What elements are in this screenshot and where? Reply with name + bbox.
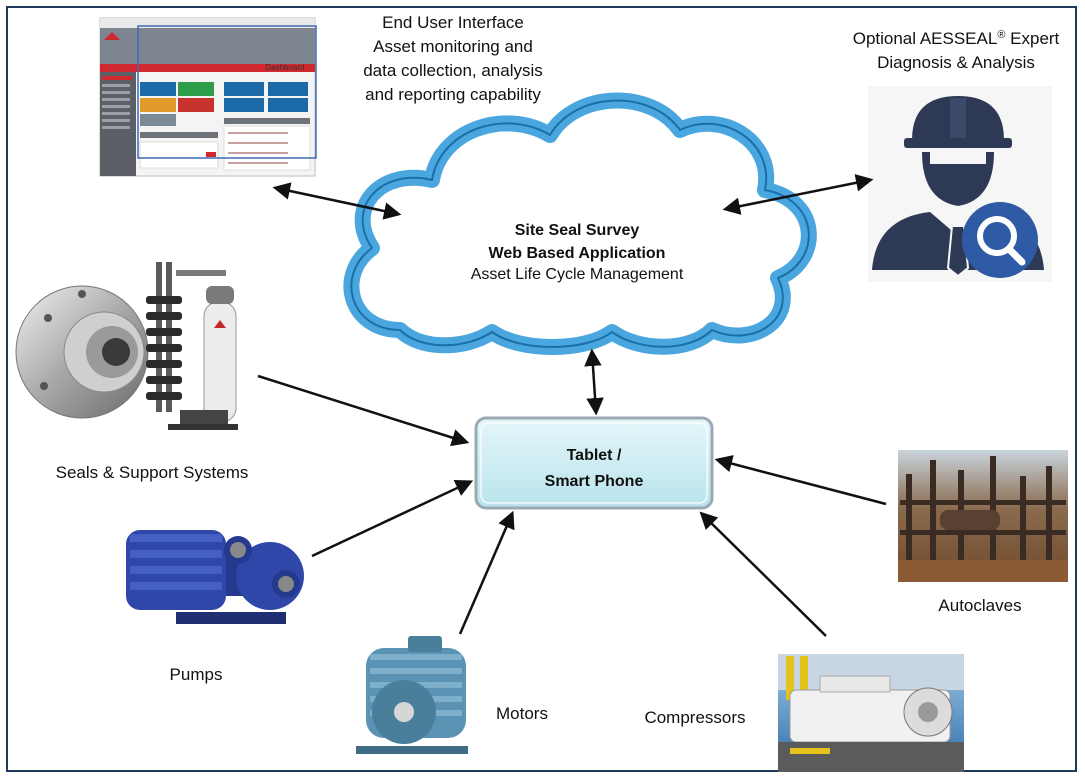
diagram-frame — [6, 6, 1077, 772]
arrow-cloud-expert — [722, 174, 874, 215]
interface-caption-line1: End User Interface — [382, 13, 524, 32]
device-box — [474, 416, 714, 510]
compressors-image — [778, 654, 964, 772]
interface-caption-line2: Asset monitoring and — [373, 37, 533, 56]
arrow-seals-device — [257, 374, 470, 447]
autoclaves-image — [898, 450, 1068, 582]
expert-caption-line2: Diagnosis & Analysis — [877, 53, 1035, 72]
expert-caption: Optional AESSEAL® Expert Diagnosis & Ana… — [853, 29, 1060, 72]
expert-caption-line1: Optional AESSEAL® Expert — [853, 29, 1060, 48]
arrow-compressors-device — [699, 511, 827, 637]
dashboard-screenshot: Dashboard — [99, 17, 317, 177]
device-line2: Smart Phone — [545, 473, 644, 490]
device-line1: Tablet / — [567, 447, 622, 464]
compressors-label: Compressors — [644, 708, 745, 727]
arrow-motors-device — [458, 510, 515, 635]
expert-caption-prefix: Optional AESSEAL — [853, 29, 998, 48]
expert-user-icon — [868, 86, 1052, 282]
motors-image — [356, 636, 468, 754]
cloud-title: Site Seal Survey — [515, 222, 640, 239]
interface-caption-line3: data collection, analysis — [363, 61, 543, 80]
motors-label: Motors — [496, 704, 548, 723]
dashboard-title: Dashboard — [265, 63, 304, 72]
pumps-image — [126, 530, 304, 624]
arrow-pumps-device — [311, 480, 474, 558]
connector-arrows — [257, 174, 887, 637]
cloud-description: Asset Life Cycle Management — [471, 266, 684, 283]
interface-caption: End User Interface Asset monitoring and … — [363, 13, 543, 104]
pumps-label: Pumps — [170, 665, 223, 684]
seals-support-image — [15, 262, 238, 430]
seals-label: Seals & Support Systems — [56, 463, 249, 482]
expert-caption-suffix: Expert — [1005, 29, 1059, 48]
arrow-cloud-device — [584, 348, 604, 416]
cloud-subtitle: Web Based Application — [489, 245, 666, 262]
arrow-interface-cloud — [272, 182, 402, 220]
registered-mark: ® — [997, 29, 1005, 41]
arrow-autoclaves-device — [714, 455, 887, 506]
interface-caption-line4: and reporting capability — [365, 85, 541, 104]
autoclaves-label: Autoclaves — [938, 596, 1021, 615]
